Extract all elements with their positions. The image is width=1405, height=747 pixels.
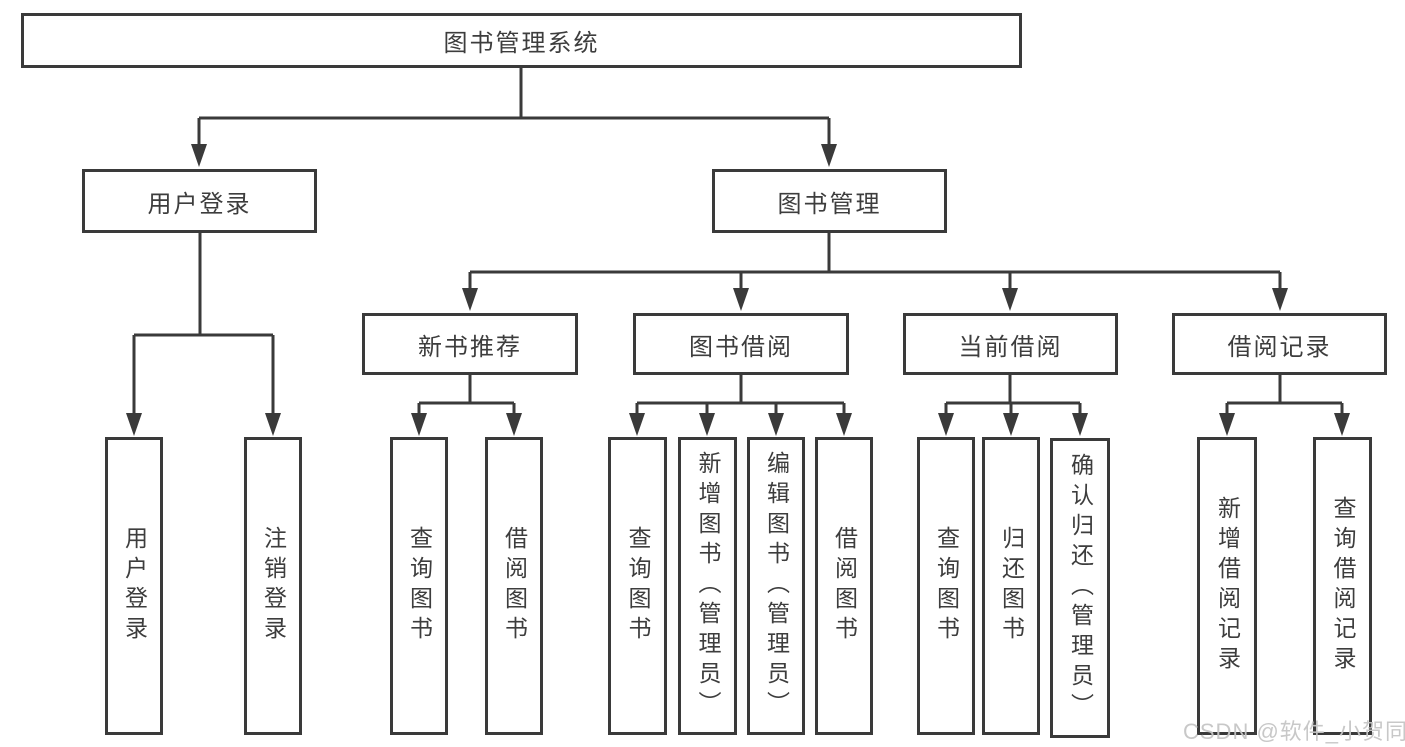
node-borrow-records: 借阅记录 [1172, 313, 1387, 375]
arrow-down-icon [836, 413, 852, 436]
leaf-borrowing-add-books-admin: 新增图书（管理员） [678, 437, 737, 735]
node-root: 图书管理系统 [21, 13, 1022, 68]
leaf-borrowing-borrow-books: 借阅图书 [815, 437, 873, 735]
arrow-down-icon [1002, 288, 1018, 311]
arrow-down-icon [411, 413, 427, 436]
arrow-down-icon [191, 144, 207, 167]
arrow-down-icon [1219, 413, 1235, 436]
node-user-login: 用户登录 [82, 169, 317, 233]
arrow-down-icon [1072, 413, 1088, 436]
node-book-management: 图书管理 [712, 169, 947, 233]
arrow-down-icon [821, 144, 837, 167]
leaf-borrowing-edit-books-admin: 编辑图书（管理员） [747, 437, 805, 735]
arrow-down-icon [1003, 413, 1019, 436]
leaf-records-query-record: 查询借阅记录 [1313, 437, 1372, 735]
arrow-down-icon [506, 413, 522, 436]
arrow-down-icon [699, 413, 715, 436]
arrow-down-icon [1272, 288, 1288, 311]
arrow-down-icon [733, 288, 749, 311]
arrow-down-icon [462, 288, 478, 311]
leaf-records-add-record: 新增借阅记录 [1197, 437, 1257, 735]
arrow-down-icon [1334, 413, 1350, 436]
node-current-borrowing: 当前借阅 [903, 313, 1118, 375]
node-book-borrowing: 图书借阅 [633, 313, 849, 375]
leaf-user-login: 用户登录 [105, 437, 163, 735]
arrowheads [126, 144, 1350, 436]
node-new-book-recommend: 新书推荐 [362, 313, 578, 375]
arrow-down-icon [265, 413, 281, 436]
leaf-current-return-books: 归还图书 [982, 437, 1040, 735]
arrow-down-icon [768, 413, 784, 436]
leaf-logout: 注销登录 [244, 437, 302, 735]
arrow-down-icon [938, 413, 954, 436]
leaf-current-query-books: 查询图书 [917, 437, 975, 735]
leaf-current-confirm-return-admin: 确认归还（管理员） [1050, 438, 1110, 738]
csdn-watermark: CSDN @软件_小贺同学 [1183, 719, 1405, 744]
leaf-newbook-query-books: 查询图书 [390, 437, 448, 735]
arrow-down-icon [126, 413, 142, 436]
leaf-borrowing-query-books: 查询图书 [608, 437, 667, 735]
connector-lines [132, 68, 1344, 421]
leaf-newbook-borrow-books: 借阅图书 [485, 437, 543, 735]
arrow-down-icon [629, 413, 645, 436]
